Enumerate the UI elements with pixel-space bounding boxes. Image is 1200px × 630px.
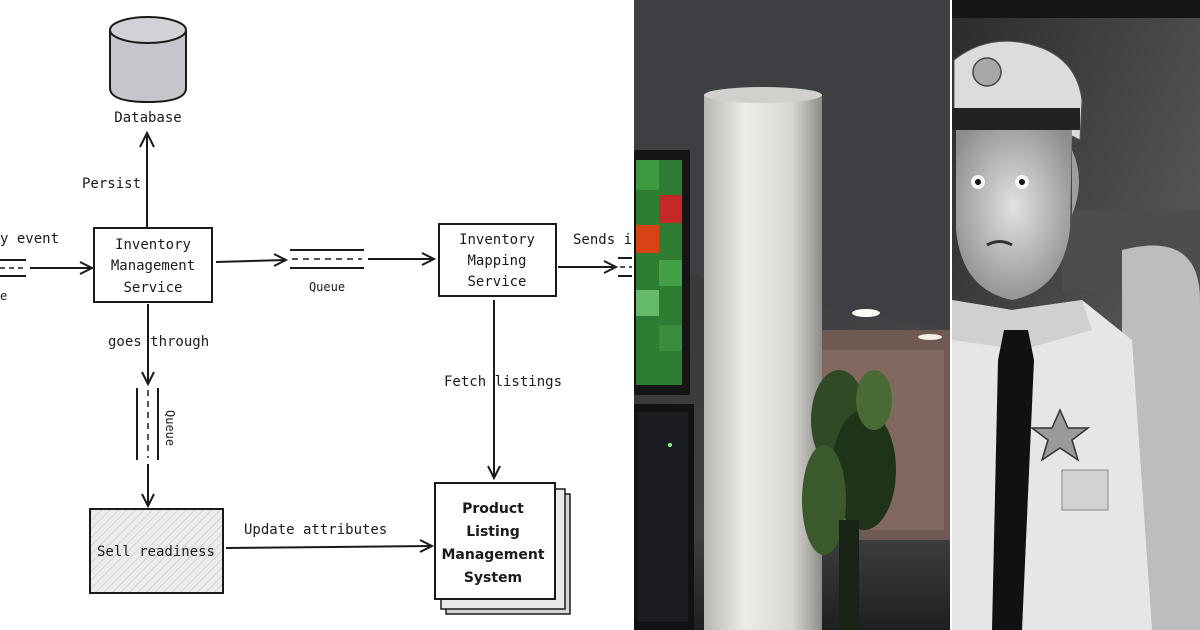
panel-divider-2 <box>950 0 952 630</box>
architecture-diagram: Database Persist y event e Inventory Man… <box>0 16 632 615</box>
product-listing-management-system-node <box>434 482 571 615</box>
vertical-queue-label: Queue <box>163 410 177 446</box>
sell-readiness-label: Sell readiness <box>97 544 215 560</box>
database-label: Database <box>114 110 181 126</box>
plant <box>802 370 896 630</box>
badge <box>1029 408 1091 462</box>
inbound-event-label: y event <box>0 231 59 247</box>
cap <box>952 40 1083 141</box>
vertical-queue <box>136 388 159 460</box>
persist-arrow <box>139 130 155 228</box>
ims2-label-line1: Inventory <box>459 232 535 248</box>
plms-label-line2: Listing <box>466 524 520 540</box>
tie <box>992 330 1034 630</box>
ims-to-queue-arrow <box>215 253 289 267</box>
deputy-photo-illustration <box>952 0 1200 630</box>
plms-label-line4: System <box>464 570 522 586</box>
queue-to-sell-arrow <box>141 464 155 509</box>
middle-queue <box>290 249 364 269</box>
sell-readiness-node <box>89 508 224 594</box>
fetch-listings-label: Fetch listings <box>444 374 562 390</box>
queue-to-mapping-arrow <box>368 252 437 266</box>
ims2-label-line2: Mapping <box>467 253 526 269</box>
panel-divider <box>632 0 634 630</box>
office-photo <box>634 0 950 630</box>
persist-label: Persist <box>82 176 141 192</box>
goes-through-arrow <box>141 304 155 387</box>
goes-through-label: goes through <box>108 334 209 350</box>
inbound-queue-label: e <box>0 289 7 303</box>
inbound-queue <box>0 259 26 277</box>
plms-label-line3: Management <box>441 547 544 563</box>
deputy-photo <box>952 0 1200 630</box>
office-photo-illustration <box>634 0 950 630</box>
sends-label: Sends i <box>573 232 632 248</box>
inventory-management-service-node <box>93 227 213 303</box>
diagram-canvas: Database Persist y event e Inventory Man… <box>0 16 632 615</box>
face <box>956 130 1079 300</box>
sends-arrow <box>558 257 632 277</box>
fetch-listings-arrow <box>487 300 501 481</box>
dashboard-screen <box>636 160 682 385</box>
middle-queue-label: Queue <box>309 280 345 294</box>
ims2-label-line3: Service <box>467 274 526 290</box>
ims-label-line2: Management <box>111 258 195 274</box>
inventory-mapping-service-node <box>438 223 557 297</box>
update-attributes-arrow <box>225 539 435 553</box>
ims-label-line3: Service <box>123 280 182 296</box>
ims-label-line1: Inventory <box>115 237 191 253</box>
plms-label-line1: Product <box>462 501 524 517</box>
update-attributes-label: Update attributes <box>244 522 387 538</box>
inbound-arrow <box>30 261 95 275</box>
database-node <box>109 16 187 104</box>
